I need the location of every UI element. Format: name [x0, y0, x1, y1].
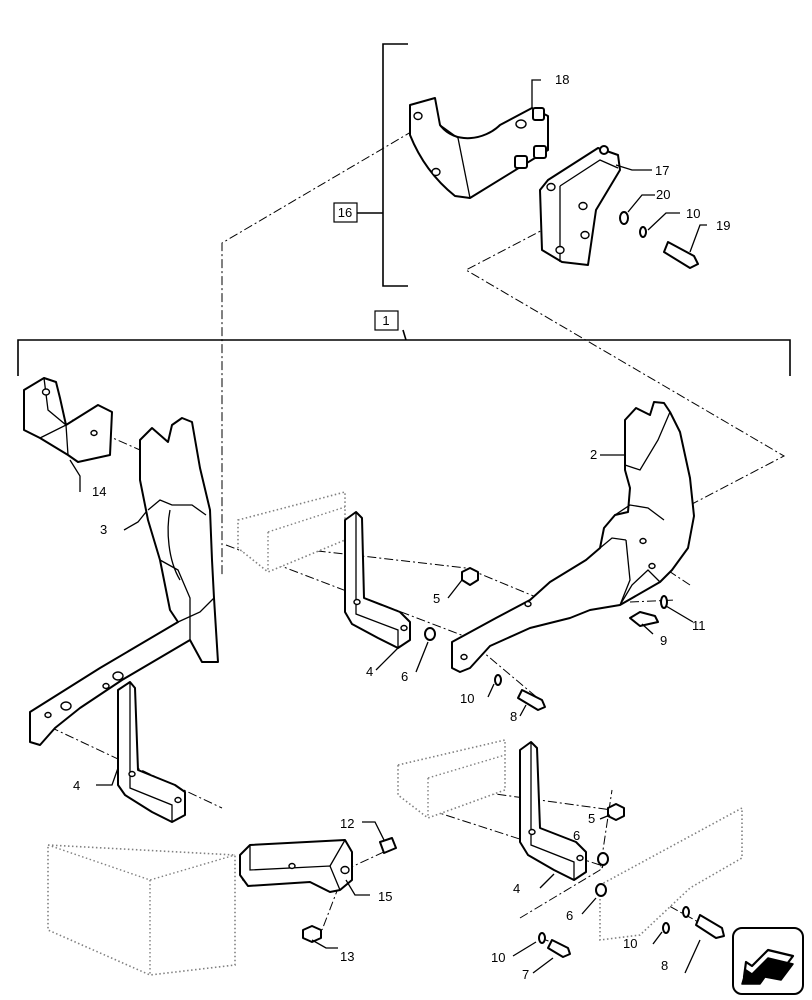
callout-5-lower: 5	[588, 811, 595, 826]
callout-20: 20	[656, 187, 670, 202]
context-frame-rail	[599, 806, 743, 941]
callout-19: 19	[716, 218, 730, 233]
callout-13: 13	[340, 949, 354, 964]
callout-16-box	[333, 202, 358, 223]
callout-12: 12	[340, 816, 354, 831]
callout-4-right: 4	[513, 881, 520, 896]
part-17-plate	[539, 145, 621, 266]
part-4-bracket-right	[519, 741, 587, 881]
callout-3: 3	[100, 522, 107, 537]
callout-10-top: 10	[686, 206, 700, 221]
callout-6-middle: 6	[573, 828, 580, 843]
callout-16: 16	[338, 205, 352, 220]
part-14-bracket	[23, 377, 113, 463]
callout-7: 7	[522, 967, 529, 982]
callout-6-lower: 6	[566, 908, 573, 923]
callout-8-lower: 8	[661, 958, 668, 973]
callout-10-lower-left: 10	[491, 950, 505, 965]
callout-10-middle: 10	[460, 691, 474, 706]
part-3-bracket	[29, 417, 219, 746]
return-arrow-icon[interactable]	[732, 927, 804, 995]
callout-15: 15	[378, 889, 392, 904]
part-4-bracket-middle	[344, 511, 411, 649]
hardware-lower	[302, 803, 725, 958]
leader-lines	[69, 79, 707, 974]
callout-1-box	[374, 310, 399, 331]
part-4-bracket-left	[117, 681, 186, 823]
context-frame-upper	[237, 490, 346, 573]
callout-17: 17	[655, 163, 669, 178]
callout-4-middle: 4	[366, 664, 373, 679]
callout-6-upper: 6	[401, 669, 408, 684]
callout-18: 18	[555, 72, 569, 87]
callout-8-upper: 8	[510, 709, 517, 724]
group-16-bracket	[357, 43, 408, 287]
callout-14: 14	[92, 484, 106, 499]
callout-11: 11	[692, 618, 706, 633]
callout-4-left: 4	[73, 778, 80, 793]
callout-labels: 1 16 18 17 20 10 19 2 3 14 5 11 9 4 6 10…	[73, 72, 730, 982]
part-2-bracket	[451, 401, 695, 673]
hardware-top	[619, 211, 699, 269]
group-1-bracket	[17, 329, 791, 376]
context-frame-lower	[397, 738, 506, 819]
callout-5-upper: 5	[433, 591, 440, 606]
callout-1: 1	[382, 313, 389, 328]
callout-9: 9	[660, 633, 667, 648]
part-15-bracket	[239, 839, 353, 893]
callout-10-lower-right: 10	[623, 936, 637, 951]
part-18-plate	[409, 97, 549, 199]
context-battery-box	[47, 844, 236, 976]
callout-2: 2	[590, 447, 597, 462]
